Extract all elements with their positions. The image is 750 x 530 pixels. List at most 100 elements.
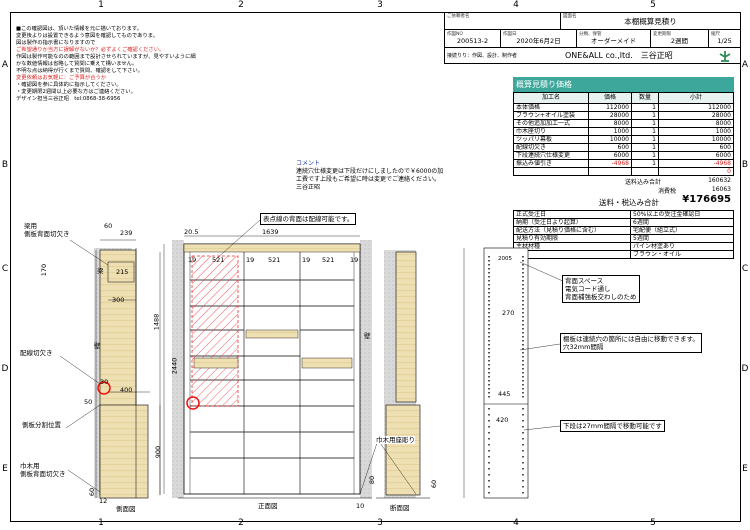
shelf-pin-hole xyxy=(488,312,490,314)
period-cell: 変更期限 2週間 xyxy=(651,30,709,48)
leader xyxy=(377,439,417,495)
shelf-pin-hole xyxy=(488,308,490,310)
shelf-pin-hole xyxy=(488,256,490,258)
comment-line: 三谷正昭 xyxy=(296,184,321,191)
note-line: ご希望通りか当方に誤解がないか？必ずよくご確認ください。 xyxy=(16,47,165,53)
leader xyxy=(359,439,379,495)
leader xyxy=(519,261,566,283)
shelf-pin-hole xyxy=(522,392,524,394)
shelf-pin-hole xyxy=(522,320,524,322)
wiring-cut-marker-icon xyxy=(97,381,111,395)
shelf-pin-hole xyxy=(488,414,490,416)
shelf-pin-hole xyxy=(522,450,524,452)
shelf-pin-hole xyxy=(488,344,490,346)
shelf-pin-hole xyxy=(488,368,490,370)
dim-19: 19 xyxy=(350,256,359,264)
shelf-pin-hole xyxy=(488,284,490,286)
side-panel-lower xyxy=(99,404,149,499)
shelf-pin-hole xyxy=(522,380,524,382)
shelf-pin-hole xyxy=(522,426,524,428)
dim-12: 12 xyxy=(99,497,108,505)
side-beam-cut xyxy=(107,261,135,283)
zone-row-d-right: D xyxy=(741,364,749,374)
zone-ruler-left: A B C D E xyxy=(0,12,10,520)
order-no-label: 作図NO xyxy=(447,32,463,37)
wiring-area xyxy=(191,255,239,407)
shelf-pin-hole xyxy=(522,414,524,416)
shelf-pin-hole xyxy=(488,364,490,366)
shelf-pin-hole xyxy=(522,292,524,294)
customer-label: ご依頼者名 xyxy=(447,14,470,19)
baseboard-seat-label: 巾木用座彫り xyxy=(376,436,415,444)
dim-900: 900 xyxy=(154,445,163,459)
shelf-pin-hole xyxy=(488,288,490,290)
category-cell: 分類、保管 オーダーメイド xyxy=(577,30,651,48)
shelf-pin-hole xyxy=(488,320,490,322)
comment-line: 工費です上段もご希望に時は変更でご連絡ください。 xyxy=(296,176,441,183)
shelf-pin-hole xyxy=(522,474,524,476)
drawing-name-cell: 図面名 本棚概算見積り xyxy=(561,12,741,30)
shelf-pin-hole xyxy=(488,260,490,262)
shelf-pin-hole xyxy=(488,474,490,476)
shelf-pin-hole xyxy=(488,348,490,350)
shelf-move-label: 棚板は連続穴の箇所には自由に移動できます。 穴32mm間隔 xyxy=(560,333,702,353)
dim-270: 270 xyxy=(502,309,515,317)
shelf-pin-hole xyxy=(522,388,524,390)
dim-19: 19 xyxy=(188,256,197,264)
shelf-pin-hole xyxy=(488,450,490,452)
zone-ruler-bottom: 1 2 3 4 5 xyxy=(10,518,741,530)
dim-2005: 2005 xyxy=(498,256,512,262)
shelf-pin-hole xyxy=(522,368,524,370)
beam-label: 梁 xyxy=(97,267,104,275)
shelf-pin-hole xyxy=(522,352,524,354)
zone-ruler-top: 1 2 3 4 5 xyxy=(10,0,741,12)
front-shelf-wood xyxy=(193,357,239,369)
shelf-pin-hole xyxy=(522,260,524,262)
shelf-pin-hole xyxy=(488,340,490,342)
detail-view xyxy=(463,247,529,499)
order-no: 200513-2 xyxy=(456,37,489,45)
zone-row-d: D xyxy=(1,364,9,374)
note-line: 図は製作の指示書になりますので xyxy=(16,40,96,46)
front-wall-left xyxy=(172,240,184,498)
beam-cut-label: 梁用 側板背面切欠き xyxy=(24,222,70,238)
side-split-label: 側板分割位置 xyxy=(22,421,61,429)
dim-521: 521 xyxy=(268,256,281,264)
shelf-pin-hole xyxy=(522,336,524,338)
leader-lines xyxy=(59,219,566,495)
shelf-pin-hole xyxy=(522,300,524,302)
shelf-pin-hole xyxy=(522,492,524,494)
shelf-pin-hole xyxy=(522,360,524,362)
leader xyxy=(65,404,101,429)
zone-row-b: B xyxy=(1,160,9,170)
section-view xyxy=(376,250,430,499)
zone-row-e-right: E xyxy=(742,464,748,474)
shelf-pin-hole xyxy=(488,438,490,440)
leader xyxy=(69,239,109,266)
dim-400: 400 xyxy=(120,386,133,394)
shelf-pin-hole xyxy=(488,328,490,330)
shelf-pin-hole xyxy=(488,444,490,446)
zone-col-1: 1 xyxy=(98,0,104,10)
leader xyxy=(523,425,561,431)
shelf-pin-hole xyxy=(488,480,490,482)
shelf-pin-hole xyxy=(488,272,490,274)
label-line: 梁用 側板背面切欠き xyxy=(24,222,70,238)
shelf-pin-hole xyxy=(488,356,490,358)
shelf-pin-hole xyxy=(488,316,490,318)
sign-label: 接続りり：作図、設計、制作者 xyxy=(447,53,518,59)
dim-1488: 1488 xyxy=(152,313,161,331)
zone-col-3-bottom: 3 xyxy=(377,518,383,528)
shelf-pin-hole xyxy=(488,388,490,390)
estimate-row: 0 xyxy=(513,167,734,176)
scale-label: 縮尺 xyxy=(711,32,720,37)
note-line: デザイン担当三谷正昭 tel:0868-38-6956 xyxy=(16,96,121,102)
front-top-board xyxy=(183,243,361,253)
period-label: 変更期限 xyxy=(653,32,671,37)
zone-col-2-bottom: 2 xyxy=(238,518,244,528)
